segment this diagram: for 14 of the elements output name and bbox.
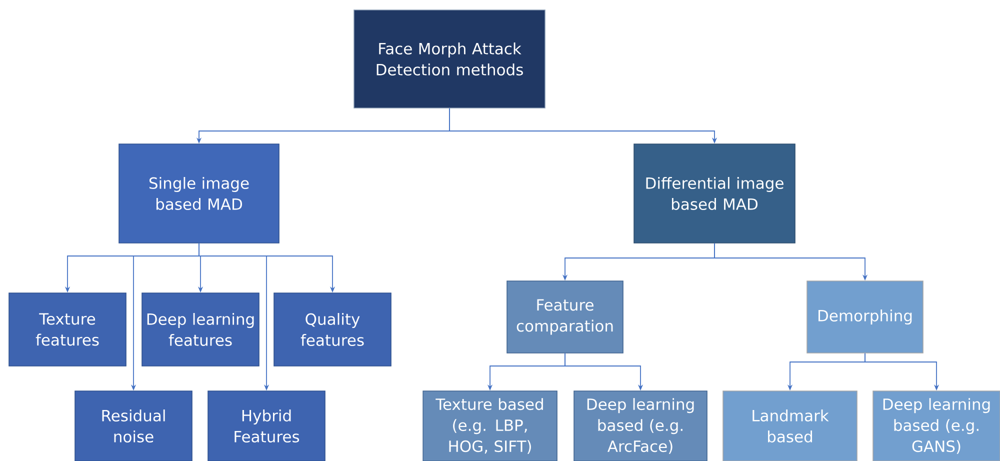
process-box: Face Morph Attack Detection methods [354,10,546,108]
process-box: Landmark based [722,390,858,461]
process-box: Differential image based MAD [634,144,796,244]
process-box: Deep learning based (e.g. GANS) [872,390,1000,461]
process-box: Residual noise [74,390,192,461]
process-box: Feature comparation [506,280,624,354]
process-box: Texture features [8,292,126,366]
process-box: Deep learning based (e.g. ArcFace) [574,390,708,461]
process-box: Deep learning features [142,292,260,366]
process-box: Texture based (e.g. LBP, HOG, SIFT) [422,390,558,461]
process-box: Demorphing [806,280,924,354]
process-box: Single image based MAD [118,144,280,244]
process-box: Hybrid Features [208,390,326,461]
process-box: Quality features [274,292,392,366]
